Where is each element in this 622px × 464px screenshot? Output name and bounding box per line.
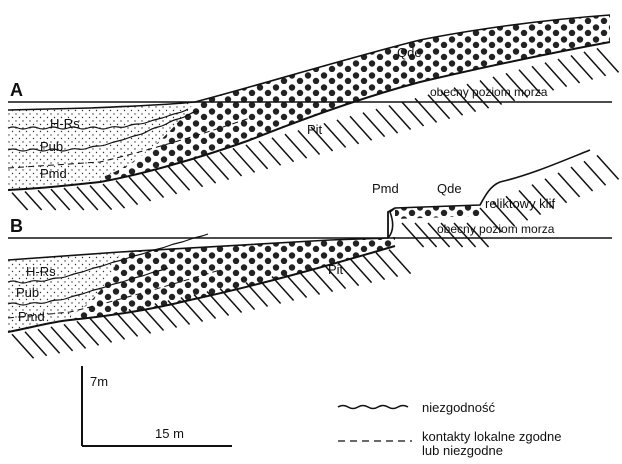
hatch-line [12, 193, 28, 210]
panel-b-unit-pmd: Pmd [18, 309, 45, 324]
panel-b-label: B [10, 216, 23, 236]
hatch-line [168, 166, 190, 190]
hatch-line [38, 190, 56, 210]
panel-b-qde-gravel-layer [70, 237, 395, 320]
legend: niezgodność kontakty lokalne zgodne lub … [338, 400, 561, 458]
hatch-line [597, 48, 619, 72]
legend-contact-label-line1: kontakty lokalne zgodne [422, 429, 561, 444]
hatch-line [25, 191, 42, 210]
hatch-line [272, 138, 294, 162]
hatch-line [181, 163, 203, 187]
panel-a-unit-qde: Qde [397, 45, 422, 60]
hatch-line [259, 141, 281, 165]
scale-horizontal-label: 15 m [155, 426, 184, 441]
hatch-line [558, 59, 580, 83]
hatch-line [116, 181, 138, 205]
panel-a-label: A [10, 80, 23, 100]
panel-b-unit-qde: Qde [437, 181, 462, 196]
hatch-line [545, 63, 567, 87]
panel-b-sea-level-label: obecny poziom morza [437, 222, 555, 236]
hatch-line [155, 170, 177, 194]
panel-a-unit-pub: Pub [40, 139, 63, 154]
hatch-line [220, 152, 242, 176]
hatch-line [415, 223, 437, 247]
panel-a-unit-pit: Pit [307, 122, 323, 137]
hatch-line [207, 156, 229, 180]
hatch-line [402, 223, 424, 247]
hatch-line [233, 148, 255, 172]
hatch-line [324, 123, 346, 147]
panel-b-unit-pmd-top: Pmd [372, 181, 399, 196]
hatch-line [142, 173, 164, 197]
hatch-line [402, 102, 424, 126]
hatch-line [389, 106, 411, 130]
hatch-line [337, 120, 359, 144]
hatch-line [558, 173, 580, 197]
legend-contact-label-line2: lub niezgodne [422, 443, 503, 458]
panel-b-unit-pub: Pub [16, 285, 39, 300]
hatch-line [571, 167, 593, 191]
hatch-line [376, 109, 398, 133]
panel-b-cliff-label: reliktowy klif [485, 196, 555, 211]
hatch-line [246, 145, 268, 169]
hatch-line [584, 161, 606, 185]
hatch-line [129, 177, 151, 201]
scale-bar: 7m 15 m [82, 366, 232, 446]
panel-a-sea-level-label: obecny poziom morza [430, 85, 548, 99]
panel-a: A Qde obecny poziom morza H-Rs Pub Pmd P… [8, 15, 619, 210]
hatch-line [285, 134, 307, 158]
panel-a-unit-pmd: Pmd [40, 166, 67, 181]
hatch-line [597, 155, 619, 179]
hatch-line [584, 52, 606, 76]
hatch-line [363, 113, 385, 137]
panel-a-unit-hrs: H-Rs [50, 116, 80, 131]
hatch-line [194, 159, 216, 183]
hatch-line [571, 55, 593, 79]
legend-unconformity-label: niezgodność [422, 400, 495, 415]
scale-vertical-label: 7m [90, 374, 108, 389]
hatch-line [350, 116, 372, 140]
panel-b-unit-hrs: H-Rs [26, 264, 56, 279]
legend-unconformity-symbol [338, 406, 408, 409]
panel-b-unit-pit: Pit [328, 262, 344, 277]
